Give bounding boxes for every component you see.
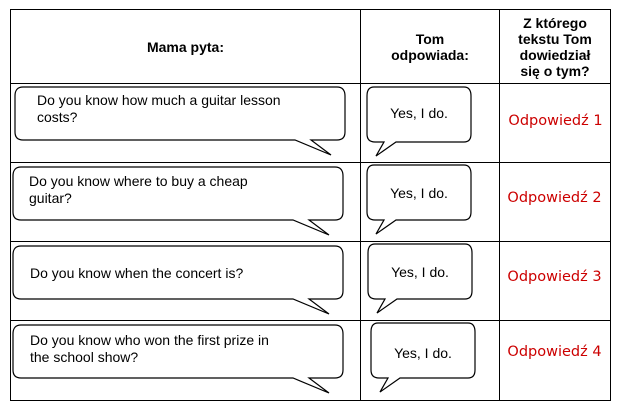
header-source-label: Z którego tekstu Tom dowiedział się o ty…: [518, 14, 592, 79]
table-border-right: [610, 9, 611, 401]
answer-text: Yes, I do.: [390, 185, 448, 201]
header-tom-label: Tom odpowiada:: [391, 30, 469, 63]
question-bubble-3: Do you know when the concert is?: [12, 245, 344, 317]
question-bubble-1: Do you know how much a guitar lesson cos…: [14, 86, 346, 158]
answer-bubble-1: Yes, I do.: [366, 86, 472, 158]
header-mama: Mama pyta:: [11, 10, 360, 83]
source-label: Odpowiedź 3: [507, 269, 602, 285]
question-text: Do you know when the concert is?: [30, 265, 244, 281]
header-tom: Tom odpowiada:: [361, 10, 499, 83]
table-border-left: [10, 9, 11, 401]
answer-bubble-2: Yes, I do.: [366, 164, 472, 236]
answer-text: Yes, I do.: [394, 345, 452, 361]
speech-bubble-icon: [14, 86, 346, 156]
answer-text: Yes, I do.: [390, 105, 448, 121]
speech-bubble-icon: [366, 86, 472, 157]
header-source: Z którego tekstu Tom dowiedział się o ty…: [500, 10, 610, 83]
question-bubble-2: Do you know where to buy a cheap guitar?: [12, 166, 344, 238]
column-divider-1: [360, 9, 361, 401]
row-divider-2: [10, 162, 611, 163]
source-label: Odpowiedź 1: [508, 113, 603, 129]
question-text: Do you know where to buy a cheap guitar?: [29, 173, 248, 206]
header-mama-label: Mama pyta:: [146, 38, 225, 55]
table-border-top: [10, 9, 611, 10]
question-text: Do you know how much a guitar lesson cos…: [37, 92, 281, 125]
answer-bubble-3: Yes, I do.: [367, 243, 473, 315]
row-divider-4: [10, 320, 611, 321]
speech-bubble-icon: [366, 164, 472, 235]
row-divider-3: [10, 241, 611, 242]
speech-bubble-icon: [12, 166, 344, 236]
speech-bubble-icon: [12, 245, 344, 315]
column-divider-2: [499, 9, 500, 401]
answer-text: Yes, I do.: [391, 264, 449, 280]
row-divider-1: [10, 83, 611, 84]
speech-bubble-icon: [12, 324, 344, 394]
table-border-bottom: [10, 400, 611, 401]
source-label: Odpowiedź 2: [507, 190, 602, 206]
question-bubble-4: Do you know who won the first prize in t…: [12, 324, 344, 396]
answer-bubble-4: Yes, I do.: [370, 322, 476, 394]
source-label: Odpowiedź 4: [507, 344, 602, 360]
speech-bubble-icon: [367, 243, 473, 314]
question-text: Do you know who won the first prize in t…: [30, 332, 269, 365]
speech-bubble-icon: [370, 322, 476, 393]
